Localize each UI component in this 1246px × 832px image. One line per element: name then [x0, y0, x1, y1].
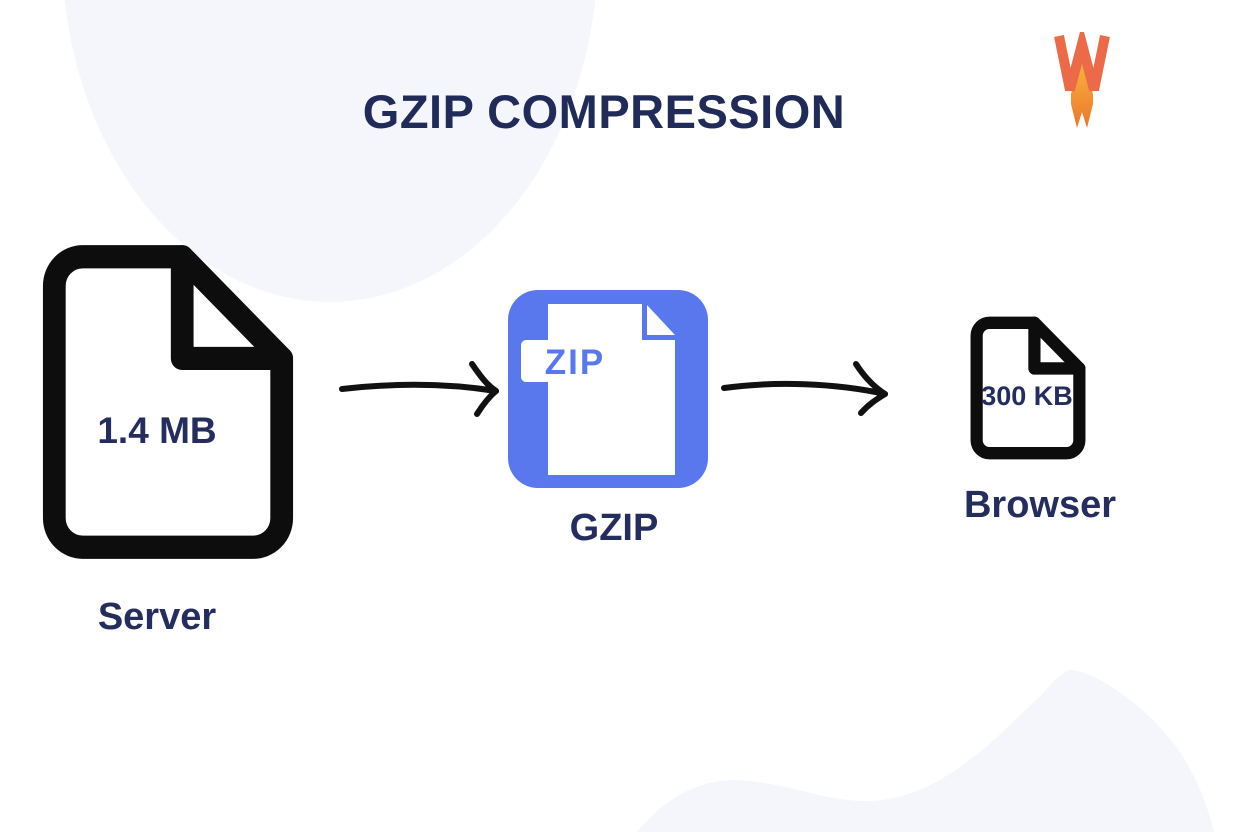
zip-folded-corner: [647, 305, 675, 335]
file-document-icon: [970, 316, 1086, 460]
arrow-server-to-gzip-icon: [339, 361, 499, 417]
zip-badge: [521, 340, 630, 382]
file-document-icon: [42, 245, 294, 559]
gzip-label: GZIP: [569, 507, 659, 549]
browser-size-label: 300 KB: [981, 381, 1073, 411]
browser-label: Browser: [963, 484, 1117, 526]
background-blob-bottom-right: [637, 670, 1214, 832]
server-label: Server: [97, 596, 217, 638]
logo-w-letter: [1054, 32, 1110, 92]
zip-file-icon: ZIP: [508, 290, 708, 488]
arrow-gzip-to-browser-icon: [721, 361, 888, 416]
browser-node: 300 KB Browser: [955, 313, 1125, 533]
zip-badge-label: ZIP: [545, 343, 605, 382]
wp-rocket-logo-icon: [1054, 32, 1110, 128]
server-node: 1.4 MB Server: [33, 235, 303, 638]
server-size-label: 1.4 MB: [97, 410, 217, 451]
page-title: GZIP COMPRESSION: [362, 85, 846, 138]
gzip-node: ZIP GZIP: [508, 290, 722, 550]
